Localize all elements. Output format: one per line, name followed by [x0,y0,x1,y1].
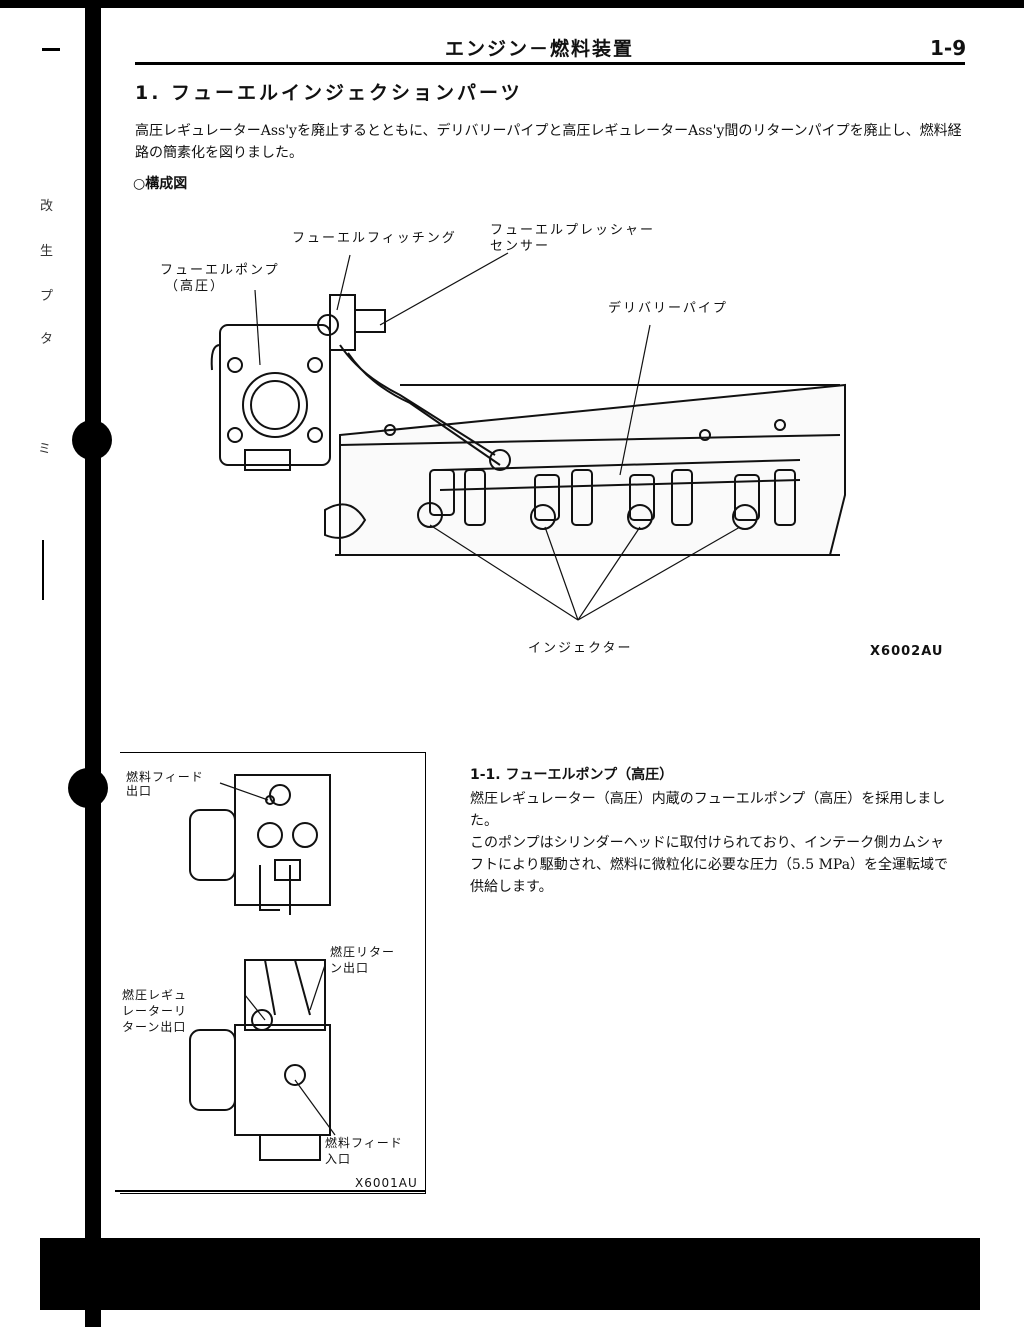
subsection-paragraph-1: 燃圧レギュレーター（高圧）内蔵のフューエルポンプ（高圧）を採用しました。 [470,791,946,829]
label-feed-outlet-1: 燃料フィード [126,770,204,784]
header-rule [135,62,965,65]
label-delivery-pipe: デリバリーパイプ [608,301,728,316]
margin-char-2: 生 [40,244,54,259]
page-number: 1-9 [930,36,967,60]
label-pressure-sensor-1: フューエルプレッシャー [490,223,656,238]
scan-top-edge [0,0,1024,8]
figure-code-2: X6001AU [355,1176,418,1190]
subsection-title: 1-1. フューエルポンプ（高圧） [470,767,674,783]
margin-char-4: タ [40,332,54,347]
margin-line [42,540,44,600]
pump-figure-frame [120,752,426,1194]
label-regulator-1: 燃圧レギュ [122,988,188,1002]
figure-bottom-rule [115,1190,425,1192]
label-fuel-pump-1: フューエルポンプ [160,263,280,278]
label-fuel-fitting: フューエルフィッチング [292,231,457,246]
pump-detail-diagram [189,774,336,1161]
label-regulator-3: ターン出口 [122,1020,187,1034]
label-injector: インジェクター [528,641,633,656]
section-title: 1. フューエルインジェクションパーツ [135,82,523,104]
margin-char-5: ミ [38,442,52,457]
engine-diagram [210,252,846,621]
figure-code-1: X6002AU [870,644,944,659]
label-fuel-pump-2: （高圧） [165,279,226,294]
label-feed-outlet-2: 出口 [126,784,153,798]
structure-label: ○構成図 [133,176,188,192]
label-return-outlet-1: 燃圧リター [330,945,396,959]
binding-hole-bottom [68,768,108,808]
label-feed-inlet-1: 燃料フィード [325,1136,403,1150]
margin-char-3: プ [40,289,54,304]
label-regulator-2: レーターリ [122,1004,188,1018]
book-spine-shadow [85,0,101,1327]
subsection-paragraph-2: このポンプはシリンダーヘッドに取付けられており、インテーク側カムシャフトにより駆… [470,835,949,895]
header-title: エンジン－燃料装置 [445,38,635,60]
binding-hole-top [72,420,112,460]
intro-paragraph: 高圧レギュレーターAss'yを廃止するとともに、デリバリーパイプと高圧レギュレー… [135,123,962,161]
margin-mark [42,48,60,51]
label-feed-inlet-2: 入口 [325,1152,352,1166]
scan-bottom-edge [40,1238,980,1310]
label-pressure-sensor-2: センサー [490,239,551,254]
margin-char-1: 改 [40,199,54,214]
label-return-outlet-2: ン出口 [330,961,370,975]
